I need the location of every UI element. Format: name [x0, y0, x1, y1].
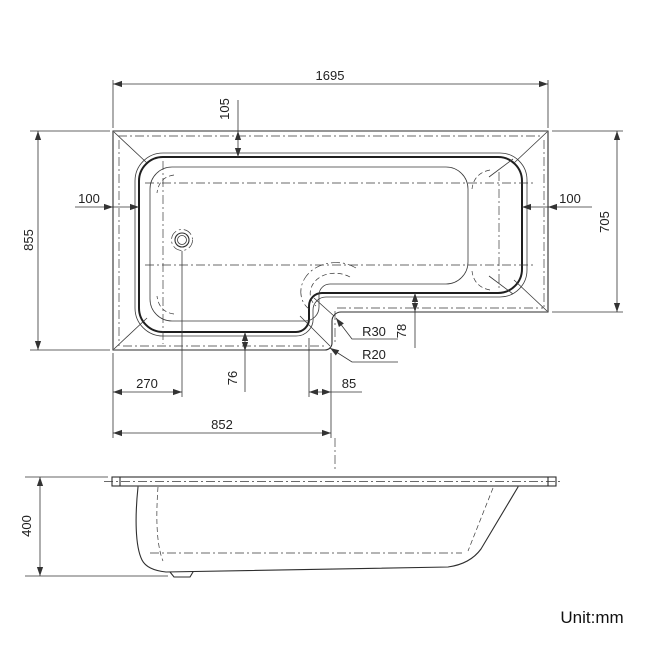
drain-hidden-circle [171, 229, 193, 251]
dim-top-rim-width: 105 [217, 98, 232, 120]
label-step-inner-radius: R30 [362, 324, 386, 339]
dim-right-section-width: 705 [597, 211, 612, 233]
label-step-outer-radius: R20 [362, 347, 386, 362]
waste-fitting [169, 571, 194, 578]
side-view-bath-outline [104, 438, 562, 578]
dim-left-section-length: 852 [211, 417, 233, 432]
drain-outer-ring [174, 232, 190, 248]
unit-label: Unit:mm [560, 608, 623, 627]
drain-waste [171, 229, 193, 397]
top-view-bath-outline [112, 130, 549, 351]
dim-bottom-left-rim-width: 76 [225, 371, 240, 385]
dim-step-width: 85 [342, 376, 356, 391]
dim-overall-width: 855 [21, 229, 36, 251]
dim-right-rim-width: 100 [559, 191, 581, 206]
dimensions-top-view: 1695 105 855 705 100 100 76 [21, 68, 623, 438]
dim-left-rim-width: 100 [78, 191, 100, 206]
dim-bottom-right-rim-width: 78 [394, 324, 409, 338]
drain-inner-ring [177, 235, 187, 245]
dim-side-height: 400 [19, 515, 34, 537]
dim-overall-length: 1695 [316, 68, 345, 83]
dim-drain-from-left: 270 [136, 376, 158, 391]
dimensions-side-view: 400 [19, 476, 168, 577]
